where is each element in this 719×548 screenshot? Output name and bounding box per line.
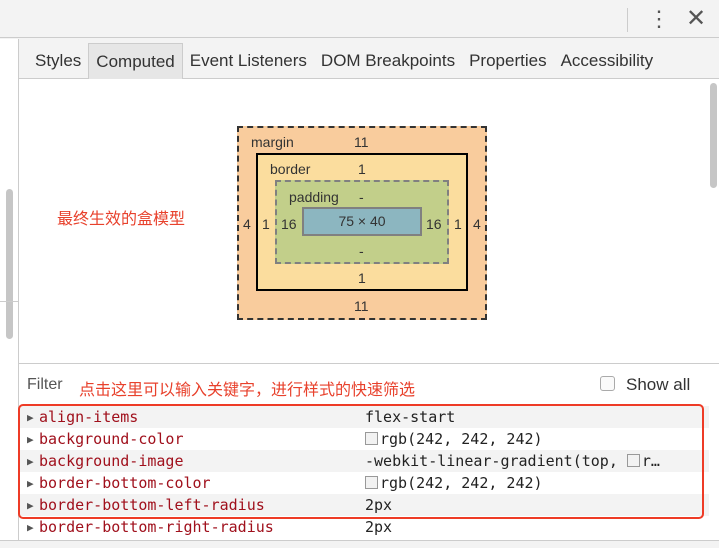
property-value-truncated: r… [641,452,660,470]
tab-event-listeners[interactable]: Event Listeners [189,50,307,70]
divider [0,301,19,302]
expand-triangle-icon[interactable]: ▶ [27,410,34,424]
property-value: flex-start [365,408,456,426]
property-value: rgb(242, 242, 242) [380,430,543,448]
right-scrollbar[interactable] [710,83,717,188]
divider [627,8,628,32]
filter-input[interactable]: Filter [27,376,63,393]
sidebar-tabs: Styles Computed Event Listeners DOM Brea… [19,39,719,79]
tab-accessibility[interactable]: Accessibility [560,50,654,70]
property-row[interactable]: ▶ background-image -webkit-linear-gradient… [19,450,709,472]
expand-triangle-icon[interactable]: ▶ [27,498,34,512]
border-right[interactable]: 1 [454,216,462,232]
show-all-label[interactable]: Show all [626,375,691,394]
padding-bottom[interactable]: - [359,243,364,259]
margin-right[interactable]: 4 [473,216,481,232]
margin-top[interactable]: 11 [354,134,369,150]
computed-properties-list: ▶ align-items flex-start ▶ background-color… [19,406,709,538]
devtools-toolbar: ⋮ ✕ [0,0,719,38]
property-value: rgb(242, 242, 242) [380,474,543,492]
filter-bar: Filter 点击这里可以输入关键字，进行样式的快速筛选 Show all [19,363,719,403]
expand-triangle-icon[interactable]: ▶ [27,454,34,468]
show-all-checkbox[interactable] [600,376,615,391]
property-value: 2px [365,496,393,514]
padding-right[interactable]: 16 [426,216,442,232]
property-row[interactable]: ▶ border-bottom-color rgb(242, 242, 242) [19,472,709,494]
property-name: background-image [39,452,184,470]
property-name: border-bottom-right-radius [39,518,274,536]
expand-triangle-icon[interactable]: ▶ [27,476,34,490]
property-name: align-items [39,408,139,426]
padding-left[interactable]: 16 [281,216,297,232]
border-bottom[interactable]: 1 [358,270,366,286]
property-value: 2px [365,518,393,536]
border-label: border [270,161,311,177]
box-model-annotation: 最终生效的盒模型 [57,211,186,228]
more-options-icon[interactable]: ⋮ [648,6,670,31]
close-icon[interactable]: ✕ [686,5,707,32]
property-name: border-bottom-color [39,474,211,492]
expand-triangle-icon[interactable]: ▶ [27,520,34,534]
property-row[interactable]: ▶ border-bottom-left-radius 2px [19,494,709,516]
computed-panel: Styles Computed Event Listeners DOM Brea… [19,39,719,548]
padding-label: padding [289,189,339,205]
property-row[interactable]: ▶ align-items flex-start [19,406,709,428]
margin-label: margin [251,134,294,150]
color-swatch[interactable] [626,454,640,467]
property-value: -webkit-linear-gradient(top, [365,452,627,470]
property-row[interactable]: ▶ background-color rgb(242, 242, 242) [19,428,709,450]
padding-top[interactable]: - [359,189,364,205]
tab-properties[interactable]: Properties [469,50,547,70]
tab-computed[interactable]: Computed [88,42,183,79]
margin-left[interactable]: 4 [243,216,251,232]
border-left[interactable]: 1 [262,216,270,232]
border-top[interactable]: 1 [358,161,366,177]
filter-annotation: 点击这里可以输入关键字，进行样式的快速筛选 [79,382,416,399]
bottom-edge [0,540,719,548]
tab-dom-breakpoints[interactable]: DOM Breakpoints [320,50,456,70]
property-name: border-bottom-left-radius [39,496,265,514]
elements-pane-edge [0,39,19,548]
expand-triangle-icon[interactable]: ▶ [27,432,34,446]
property-row[interactable]: ▶ border-bottom-right-radius 2px [19,516,709,538]
tab-styles[interactable]: Styles [35,50,82,70]
color-swatch[interactable] [365,476,378,489]
margin-bottom[interactable]: 11 [354,298,369,314]
property-name: background-color [39,430,184,448]
left-scrollbar[interactable] [6,189,13,339]
color-swatch[interactable] [365,432,378,445]
highlight-annotation-box [18,404,704,519]
box-model-content[interactable]: 75 × 40 [302,207,422,236]
